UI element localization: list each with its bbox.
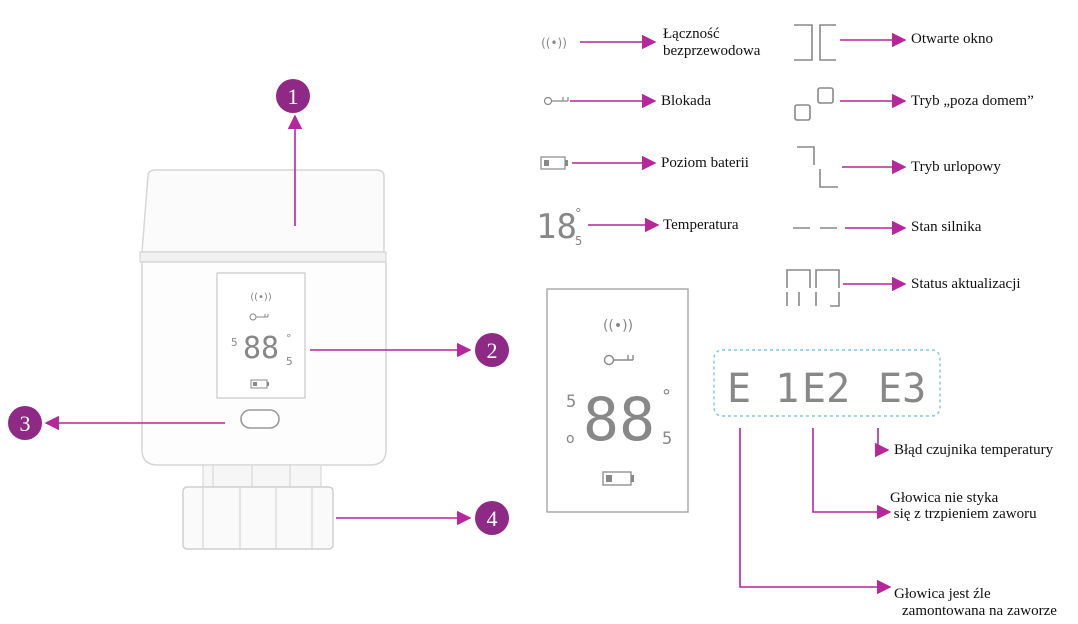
error-code-e2: E2 (802, 366, 850, 412)
large-lock-key-icon (603, 354, 634, 366)
large-wireless-icon: ((•)) (603, 318, 633, 334)
callout-4-number: 4 (487, 506, 498, 531)
label-e2-line1: Głowica nie styka (890, 490, 999, 506)
large-left-digit: 5 (566, 392, 576, 412)
label-away-mode: Tryb „poza domem” (911, 93, 1034, 109)
device-mounting-nut (182, 486, 334, 550)
callout-2-number: 2 (487, 338, 498, 363)
label-temperature: Temperatura (663, 217, 739, 233)
e3-connector (875, 428, 890, 458)
legend-update (786, 269, 907, 307)
large-degree: ° (662, 386, 671, 407)
e1-connector (739, 428, 892, 595)
callout-1: 1 (276, 79, 310, 226)
legend-holiday (797, 146, 907, 188)
label-e2-line2: się z trzpieniem zaworu (890, 506, 1037, 522)
thermostat-device: ((•)) 5 88 ° 5 (139, 169, 387, 550)
open-window-icon (794, 24, 836, 61)
screen-wireless-icon: ((•)) (250, 292, 272, 303)
label-wireless-line2: bezprzewodowa (663, 43, 761, 59)
screen-right-digit: 5 (286, 355, 293, 368)
battery-icon (540, 156, 568, 170)
label-e3: Błąd czujnika temperatury (894, 442, 1054, 458)
away-mode-icon (794, 87, 834, 121)
large-dot: o (566, 431, 575, 447)
temperature-degree: ° (575, 207, 582, 222)
legend-temperature: 18 ° 5 (536, 207, 660, 248)
holiday-mode-icon (797, 146, 838, 188)
temperature-sub-digit: 5 (575, 234, 582, 248)
callout-4: 4 (336, 501, 509, 535)
error-codes-box (713, 349, 941, 417)
screen-temperature-digits: 88 (243, 331, 279, 366)
legend-away (794, 87, 907, 121)
device-screen (216, 272, 306, 399)
label-e1-line1: Głowica jest źle (894, 586, 991, 602)
legend-open-window (794, 24, 907, 61)
callout-2: 2 (310, 333, 509, 367)
device-neck (202, 464, 322, 488)
label-e1-line2: zamontowana na zaworze (902, 603, 1057, 619)
device-top-cap (141, 169, 385, 253)
screen-lock-key-icon (249, 313, 269, 321)
large-display-frame (546, 288, 689, 513)
label-wireless-line1: Łączność (663, 26, 720, 42)
e2-connector (812, 428, 892, 520)
screen-degree: ° (286, 332, 292, 345)
large-right-digit: 5 (662, 429, 672, 449)
large-temperature-digits: 88 (583, 385, 655, 455)
label-motor-state: Stan silnika (911, 219, 982, 235)
lock-key-icon (543, 96, 569, 106)
callout-1-number: 1 (288, 84, 299, 109)
label-update-status: Status aktualizacji (911, 276, 1021, 292)
legend-battery (540, 155, 657, 171)
screen-left-digit: 5 (231, 336, 238, 349)
temperature-digits-icon: 18 (536, 207, 577, 247)
wireless-icon: ((•)) (541, 36, 567, 50)
error-code-e1: E 1 (727, 366, 799, 412)
legend-wireless: ((•)) (541, 34, 657, 50)
large-display: ((•)) 5 o 88 ° 5 (546, 288, 689, 513)
screen-battery-icon (250, 379, 269, 389)
label-lock: Blokada (661, 93, 711, 109)
device-ring (139, 251, 387, 263)
legend-lock (543, 93, 657, 109)
device-button[interactable] (240, 409, 280, 429)
label-holiday-mode: Tryb urlopowy (911, 159, 1001, 175)
label-battery: Poziom baterii (661, 155, 749, 171)
error-codes: E 1 E2 E3 (713, 349, 941, 417)
large-battery-icon (602, 471, 634, 486)
update-status-icon (786, 269, 840, 307)
label-open-window: Otwarte okno (911, 31, 994, 47)
callout-3-number: 3 (20, 411, 31, 436)
callout-3: 3 (8, 406, 225, 440)
error-code-e3: E3 (878, 366, 926, 412)
